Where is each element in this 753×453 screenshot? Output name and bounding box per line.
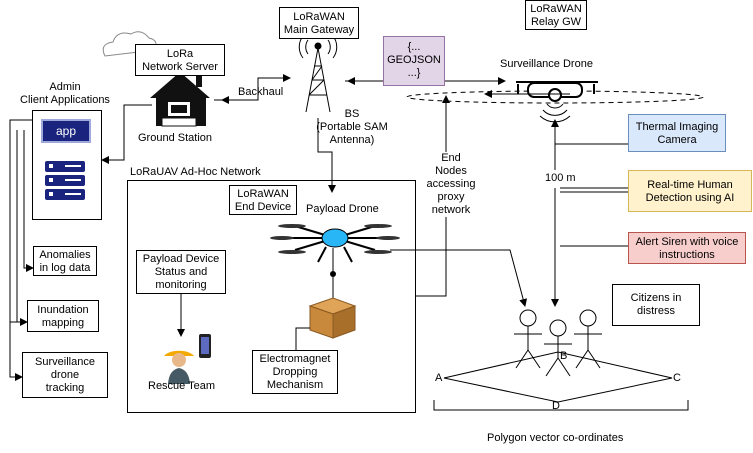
main-gw-line2: Main Gateway [283, 24, 355, 36]
rescue-person-icon [164, 350, 194, 384]
surv-track-line3: tracking [45, 382, 85, 394]
app-button[interactable]: app [41, 119, 91, 143]
geojson-line3: ...} [407, 67, 421, 79]
relay-line1: LoRaWAN [530, 3, 582, 15]
inundation-box: Inundation mapping [27, 300, 99, 332]
end-device-line2: End Device [234, 201, 292, 213]
bs-label: BS (Portable SAM Antenna) [312, 108, 392, 147]
main-gw-line1: LoRaWAN [293, 11, 345, 23]
server-stack-icon [45, 161, 85, 200]
antenna-tower-icon [298, 35, 338, 113]
app-button-label: app [55, 124, 77, 138]
citizens-box: Citizens in distress [612, 284, 700, 326]
bs-line2: (Portable SAM [316, 121, 388, 133]
surv-track-line1: Surveillance [35, 356, 95, 368]
rescue-team-label: Rescue Team [148, 380, 216, 392]
payload-status-line1: Payload Device [142, 253, 220, 265]
payload-drone-label: Payload Drone [306, 203, 379, 215]
payload-status-line3: monitoring [155, 279, 207, 291]
end-nodes-line5: network [431, 204, 471, 216]
citizens-line1: Citizens in [630, 292, 682, 304]
anomalies-box: Anomalies in log data [33, 246, 97, 276]
thermal-camera-box: Thermal Imaging Camera [628, 114, 726, 152]
package-box-icon [308, 297, 357, 339]
siren-line2: instructions [659, 249, 715, 261]
bs-line1: BS [344, 108, 360, 120]
adhoc-title: LoRaUAV Ad-Hoc Network [130, 166, 261, 178]
main-gateway-box: LoRaWAN Main Gateway [279, 7, 359, 39]
em-line2: Dropping [272, 366, 318, 378]
end-nodes-line2: Nodes [435, 165, 467, 177]
phone-icon [199, 334, 211, 358]
relay-line2: Relay GW [530, 16, 582, 28]
bs-line3: Antenna) [329, 134, 375, 146]
citizen-figures-icon [514, 309, 602, 377]
ground-station-label: Ground Station [138, 132, 212, 144]
payload-status-line2: Status and [154, 266, 208, 278]
admin-panel: app [32, 110, 102, 220]
inundation-line2: mapping [41, 317, 85, 329]
point-a-label: A [435, 372, 443, 384]
lora-network-server-box: LoRa Network Server [135, 44, 225, 76]
rt-line2: Detection using AI [645, 192, 735, 204]
polygon-caption: Polygon vector co-ordinates [487, 432, 624, 444]
end-nodes-line3: accessing [426, 178, 476, 190]
end-device-line1: LoRaWAN [237, 188, 289, 200]
thermal-line1: Thermal Imaging [635, 121, 719, 133]
thermal-line2: Camera [657, 134, 697, 146]
lora-ns-line1: LoRa [166, 48, 194, 60]
backhaul-label: Backhaul [238, 86, 284, 98]
admin-line2: Client Applications [20, 94, 110, 106]
relay-gateway-box: LoRaWAN Relay GW [525, 0, 587, 30]
anomalies-line1: Anomalies [39, 249, 91, 261]
geojson-line1: {... [407, 41, 421, 53]
geojson-box: {... GEOJSON ...} [383, 36, 445, 86]
payload-drone-icon [270, 224, 400, 298]
surv-track-line2: drone [50, 369, 80, 381]
brace-shape [433, 400, 689, 411]
house-icon [150, 72, 210, 127]
inundation-line1: Inundation [37, 304, 89, 316]
point-b-label: B [560, 350, 568, 362]
end-nodes-line4: proxy [437, 191, 465, 203]
end-nodes-line1: End [441, 152, 461, 164]
admin-label: Admin Client Applications [0, 81, 130, 107]
polygon-shape [443, 351, 673, 403]
lora-ns-line2: Network Server [142, 61, 218, 73]
em-line3: Mechanism [266, 379, 324, 391]
admin-line1: Admin [49, 81, 81, 93]
geojson-line2: GEOJSON [387, 54, 441, 66]
end-device-box: LoRaWAN End Device [229, 185, 297, 215]
point-c-label: C [673, 372, 681, 384]
em-line1: Electromagnet [259, 353, 331, 365]
rt-detection-box: Real-time Human Detection using AI [628, 170, 752, 212]
siren-line1: Alert Siren with voice [635, 236, 739, 248]
electromagnet-box: Electromagnet Dropping Mechanism [252, 350, 338, 394]
anomalies-line2: in log data [39, 262, 91, 274]
rt-line1: Real-time Human [647, 179, 733, 191]
surveillance-drone-label: Surveillance Drone [500, 58, 593, 70]
adhoc-network-box [127, 180, 416, 413]
citizens-line2: distress [637, 305, 675, 317]
end-nodes-label: End Nodes accessing proxy network [420, 152, 482, 217]
hundred-m-label: 100 m [545, 172, 576, 185]
alert-siren-box: Alert Siren with voice instructions [628, 232, 746, 264]
surveillance-tracking-box: Surveillance drone tracking [22, 352, 108, 398]
point-d-label: D [552, 400, 560, 412]
payload-status-box: Payload Device Status and monitoring [136, 250, 226, 294]
